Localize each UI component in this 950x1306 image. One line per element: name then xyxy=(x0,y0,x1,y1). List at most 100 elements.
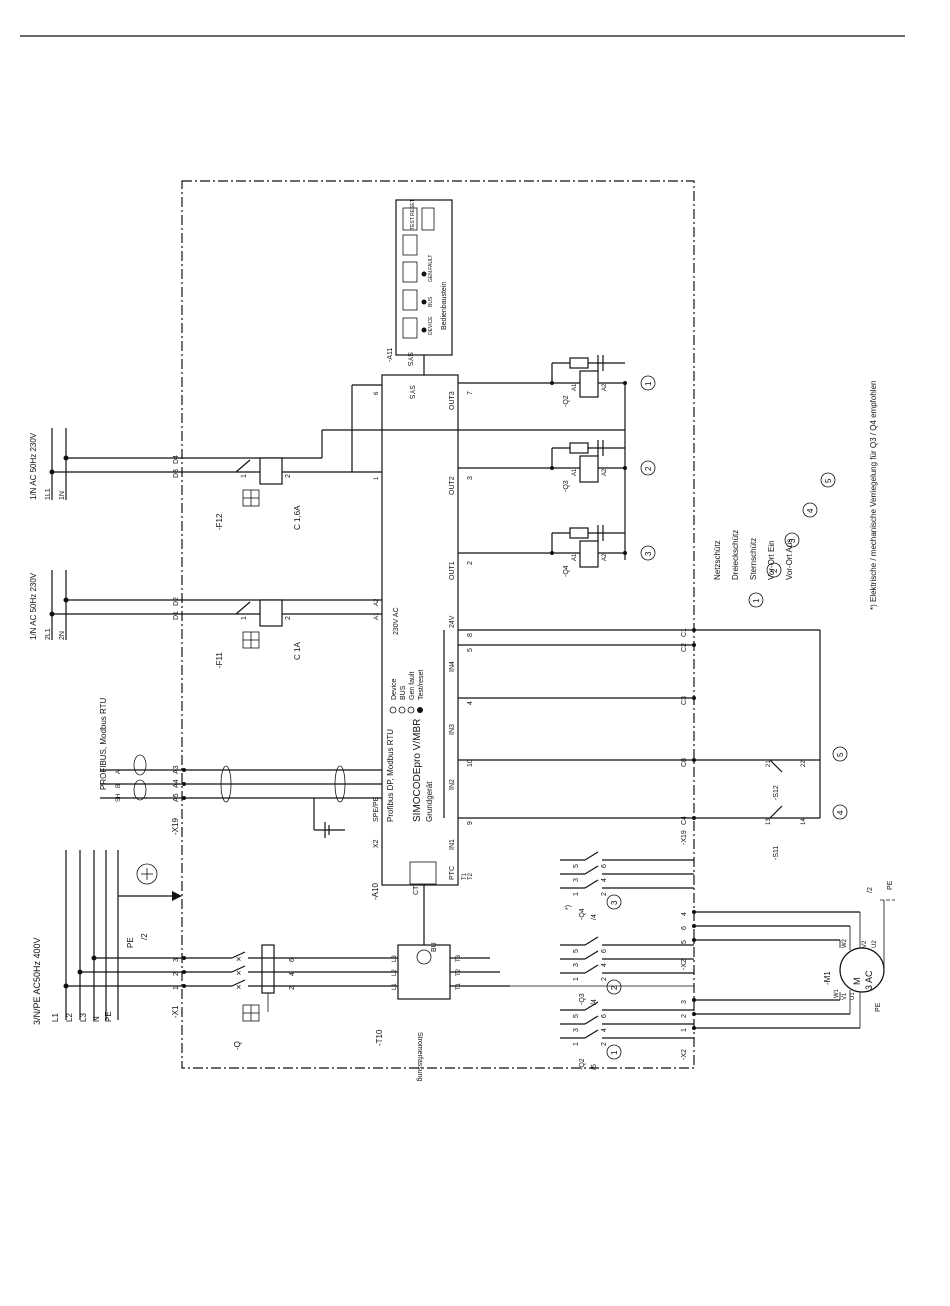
svg-text:*) Elektrische / mechanische V: *) Elektrische / mechanische Verriegelun… xyxy=(869,381,878,610)
svg-text:3: 3 xyxy=(467,476,474,480)
svg-text:-F12: -F12 xyxy=(215,513,224,530)
contactor-term: 3 xyxy=(573,878,580,882)
svg-text:C3: C3 xyxy=(681,696,688,705)
contactor-term: 6 xyxy=(601,864,608,868)
main-supply-label: 3/N/PE AC50Hz 400V xyxy=(32,937,42,1025)
contactor-ref-number: 3 xyxy=(610,900,619,905)
svg-text:A4: A4 xyxy=(173,779,180,788)
svg-text:5: 5 xyxy=(681,940,688,944)
contactor-term: 3 xyxy=(573,1028,580,1032)
svg-text:Grundgerät: Grundgerät xyxy=(425,781,434,822)
svg-text:-X2: -X2 xyxy=(681,1049,688,1060)
svg-text:L2: L2 xyxy=(392,969,398,976)
bus-terminals-x19: -X19 A3 A4 A5 PROFIBUS, Modbus RTU A B S… xyxy=(99,697,382,838)
svg-text:W1: W1 xyxy=(834,988,840,998)
svg-text:B: B xyxy=(116,784,122,788)
svg-text:V2: V2 xyxy=(862,940,868,948)
legend-number: 1 xyxy=(752,598,761,603)
enclosure-boundary xyxy=(181,180,695,1069)
svg-text:OUT1: OUT1 xyxy=(449,561,456,580)
svg-text:10: 10 xyxy=(467,759,474,767)
svg-text:6: 6 xyxy=(681,926,688,930)
coil-ref-number: 3 xyxy=(644,551,653,556)
svg-text:BUS: BUS xyxy=(428,296,434,307)
contactor-term: 4 xyxy=(601,963,608,967)
phase-n-label: N xyxy=(92,1016,101,1022)
legend-text: Dreieckschütz xyxy=(731,530,740,580)
coil-a1: A1 xyxy=(572,383,578,391)
svg-text:Profibus DP, Modbus RTU: Profibus DP, Modbus RTU xyxy=(386,729,395,822)
legend-item: 2 xyxy=(766,562,782,578)
svg-text:4: 4 xyxy=(467,701,474,705)
svg-text:-X1: -X1 xyxy=(171,1005,180,1018)
svg-text:×: × xyxy=(236,954,241,964)
contactor-term: 4 xyxy=(601,1028,608,1032)
svg-text:21: 21 xyxy=(766,760,772,767)
svg-text:9: 9 xyxy=(467,821,474,825)
svg-text:5: 5 xyxy=(467,648,474,652)
svg-text:4: 4 xyxy=(681,912,688,916)
svg-text:1/N AC 50Hz 230V: 1/N AC 50Hz 230V xyxy=(29,572,38,640)
svg-text:3: 3 xyxy=(173,958,180,962)
input-wiring: 9 10 4 5 8 C4 C8 C3 C2 C1 -X19 -S11 -S12… xyxy=(443,628,848,860)
svg-text:BUS: BUS xyxy=(400,685,407,700)
contactor-ref: /4 xyxy=(591,914,598,920)
contactor-term: 5 xyxy=(573,949,580,953)
svg-text:-X2: -X2 xyxy=(681,959,688,970)
svg-text:14: 14 xyxy=(801,818,807,825)
svg-text:1: 1 xyxy=(681,1028,688,1032)
a10-title: SIMOCODEpro V/MBR xyxy=(412,719,423,822)
contactor-term: 2 xyxy=(601,1042,608,1046)
terminal-x1: -X1 1 2 3 xyxy=(171,956,186,1018)
svg-text:2: 2 xyxy=(289,986,296,990)
coil-ref-number: 2 xyxy=(644,466,653,471)
svg-text:SYS: SYS xyxy=(408,385,415,399)
phase-pe-label: PE xyxy=(104,1011,113,1022)
svg-text:V1: V1 xyxy=(842,992,848,1000)
svg-text:GEN.FAULT: GEN.FAULT xyxy=(428,255,434,282)
main-breaker-q: ××× -Q 2 4 6 xyxy=(184,944,330,1050)
svg-text:D2: D2 xyxy=(173,597,180,606)
contactor-term: 6 xyxy=(601,1014,608,1018)
legend-text: Vor-Ort Aus xyxy=(785,539,794,580)
svg-text:IN3: IN3 xyxy=(449,724,456,735)
svg-text:PE: PE xyxy=(875,1002,882,1012)
svg-text:U2: U2 xyxy=(872,940,878,948)
legend-text: Vor-Ort Ein xyxy=(767,540,776,580)
svg-text:D4: D4 xyxy=(173,455,180,464)
svg-text:1L1: 1L1 xyxy=(45,488,52,500)
svg-text:2: 2 xyxy=(173,972,180,976)
svg-text:PTC: PTC xyxy=(449,866,456,880)
contactor-label: -Q3 xyxy=(579,993,586,1005)
svg-text:-S11: -S11 xyxy=(773,846,780,860)
contactor-term: 5 xyxy=(573,864,580,868)
phase-l2-label: L2 xyxy=(65,1013,74,1022)
contactor-label: -Q2 xyxy=(579,1058,586,1070)
svg-text:1: 1 xyxy=(241,616,248,620)
svg-text:2: 2 xyxy=(285,474,292,478)
coil-a1: A1 xyxy=(572,468,578,476)
svg-text:Bedienbaustein: Bedienbaustein xyxy=(441,282,448,330)
svg-text:A1: A1 xyxy=(374,612,380,620)
svg-text:3: 3 xyxy=(681,1000,688,1004)
output-wiring: 2 3 7 1 6 xyxy=(374,382,626,565)
footnote: *) Elektrische / mechanische Verriegelun… xyxy=(869,381,878,610)
svg-text:C8: C8 xyxy=(681,758,688,767)
motor-terminals-x2: -X2 -X2 1 2 3 4 5 6 xyxy=(510,910,860,1060)
contactor-term: 1 xyxy=(573,977,580,981)
coil-a2: A2 xyxy=(602,383,608,391)
svg-text:1N: 1N xyxy=(59,491,66,500)
coil-ref-number: 1 xyxy=(644,381,653,386)
contactor-term: 2 xyxy=(601,892,608,896)
svg-text:-S12: -S12 xyxy=(773,785,780,800)
svg-text:-X19: -X19 xyxy=(681,830,688,845)
svg-text:CT: CT xyxy=(413,885,420,895)
svg-text:TEST RESET: TEST RESET xyxy=(410,199,416,230)
svg-text:PE: PE xyxy=(887,880,894,890)
svg-text:W2: W2 xyxy=(842,938,848,948)
current-measurement-t10: -T10 Stromerfassung BU L1 L2 L3 T1 T2 T3 xyxy=(330,880,510,1082)
svg-text:SPE/PE: SPE/PE xyxy=(373,796,380,822)
